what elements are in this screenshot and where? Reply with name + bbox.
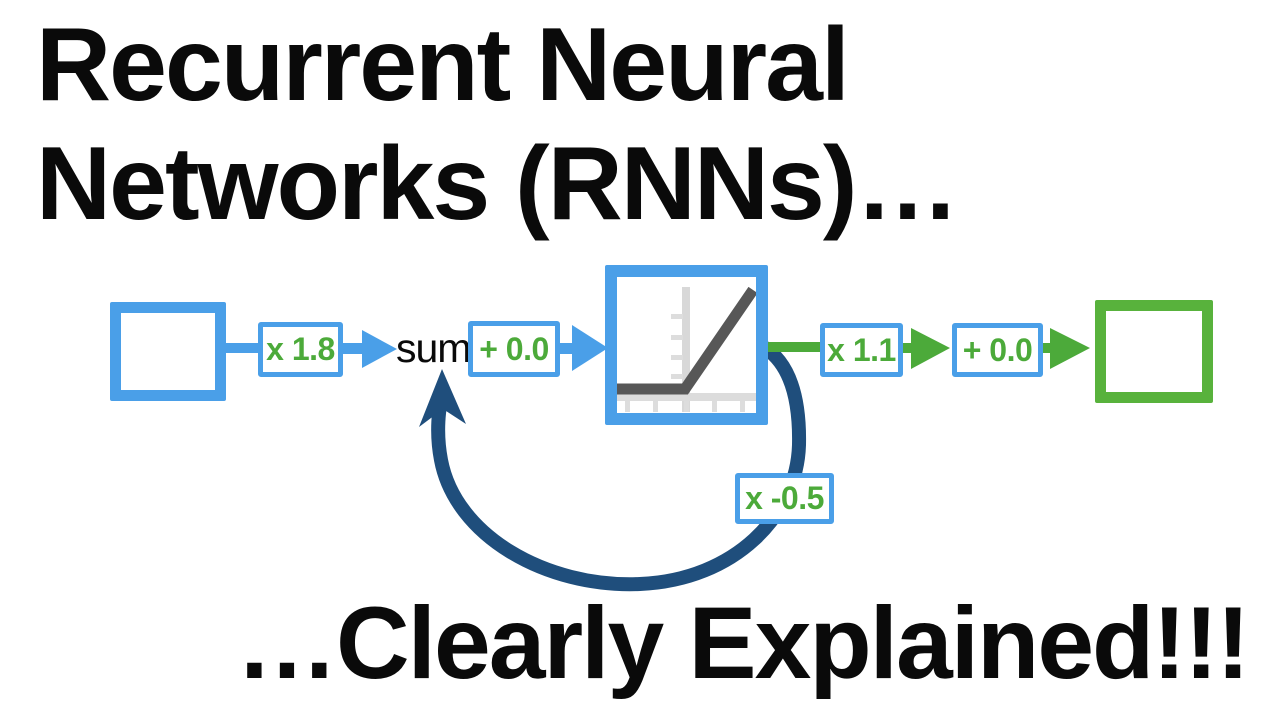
activation-output-line bbox=[764, 342, 822, 352]
relu-plot-x-tick bbox=[684, 401, 689, 412]
feedback-weight-box: x -0.5 bbox=[735, 473, 834, 524]
relu-plot-y-tick bbox=[671, 374, 683, 379]
relu-plot bbox=[617, 286, 756, 412]
relu-plot-y-tick bbox=[671, 335, 683, 340]
bias-to-activation-arrow-shaft bbox=[560, 343, 574, 354]
relu-plot-y-tick bbox=[671, 355, 683, 360]
sum-label: sum bbox=[396, 325, 471, 371]
relu-plot-x-tick bbox=[712, 401, 717, 412]
input-connector-line bbox=[222, 343, 262, 353]
title-line-1: Recurrent Neural bbox=[36, 7, 850, 123]
feedback-loop-arc bbox=[431, 339, 807, 592]
relu-plot-x-tick bbox=[625, 401, 630, 412]
relu-plot-x-axis bbox=[617, 393, 756, 401]
title-line-2: Networks (RNNs)… bbox=[36, 126, 959, 242]
output-weight-arrowhead-icon bbox=[911, 328, 950, 369]
output-weight-arrow-shaft bbox=[901, 343, 913, 353]
weight-to-sum-arrowhead-icon bbox=[362, 330, 397, 368]
activation-function-box bbox=[605, 265, 768, 425]
output-weight-box: x 1.1 bbox=[820, 323, 903, 377]
input-bias-box: + 0.0 bbox=[468, 321, 560, 377]
relu-plot-x-tick bbox=[653, 401, 658, 412]
page-title: Recurrent Neural Networks (RNNs)… bbox=[36, 6, 959, 244]
relu-activation-line bbox=[617, 286, 756, 395]
relu-plot-x-tick bbox=[740, 401, 745, 412]
output-square bbox=[1095, 300, 1213, 403]
feedback-loop-arrowhead-icon bbox=[419, 369, 466, 427]
relu-plot-y-tick bbox=[671, 314, 683, 319]
input-weight-box: x 1.8 bbox=[258, 322, 343, 377]
bias-to-activation-arrowhead-icon bbox=[572, 325, 608, 371]
output-bias-box: + 0.0 bbox=[952, 323, 1043, 377]
footer-text: …Clearly Explained!!! bbox=[236, 586, 1250, 700]
output-bias-arrow-shaft bbox=[1040, 343, 1052, 353]
output-bias-arrowhead-icon bbox=[1050, 328, 1090, 369]
input-square bbox=[110, 302, 226, 401]
relu-plot-y-axis bbox=[682, 287, 690, 412]
weight-to-sum-arrow-shaft bbox=[343, 343, 364, 354]
